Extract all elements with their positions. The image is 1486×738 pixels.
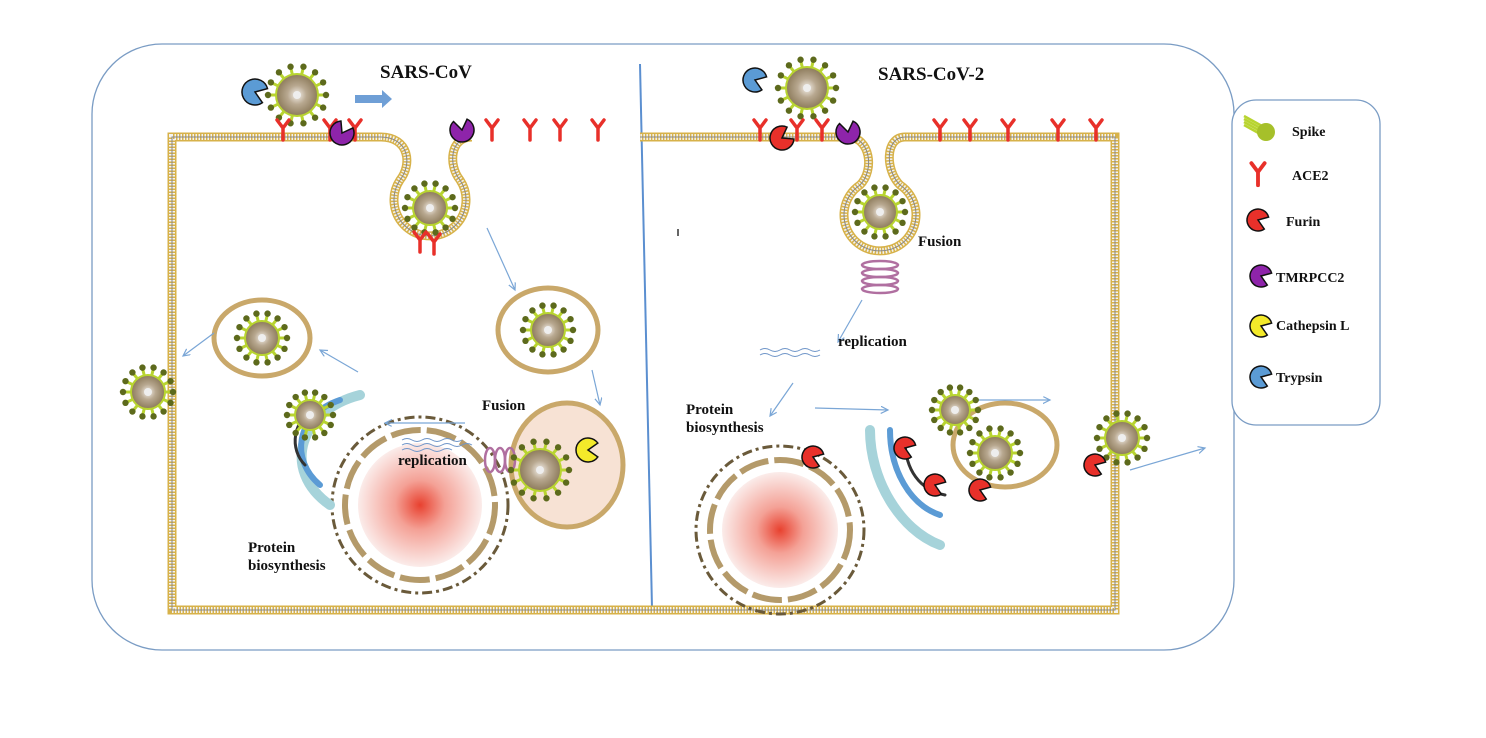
tmprss2-enzyme-icon	[835, 120, 861, 145]
legend-label-furin: Furin	[1286, 215, 1320, 230]
trypsin-enzyme-icon	[742, 67, 768, 93]
legend-label-spike: Spike	[1292, 125, 1325, 140]
trypsin-enzyme-icon	[1249, 365, 1273, 389]
virus-particle	[928, 384, 982, 436]
virus-particle	[519, 302, 577, 358]
label-replication-left: replication	[398, 453, 468, 469]
rna-coil-right	[860, 259, 900, 295]
title-sars-cov: SARS-CoV	[380, 62, 472, 83]
virus-particle	[774, 56, 840, 120]
ace2-receptor-icon	[275, 118, 291, 142]
tmprss2-enzyme-icon	[449, 118, 475, 143]
furin-enzyme-icon	[769, 125, 795, 151]
label-replication-right: replication	[838, 334, 908, 350]
nucleus-left	[330, 415, 510, 595]
ace2-receptor-icon	[1000, 118, 1016, 142]
furin-enzyme-icon	[923, 473, 947, 497]
ace2-receptor-icon	[522, 118, 538, 142]
trypsin-enzyme-icon	[241, 78, 269, 106]
ace2-receptor-icon	[347, 118, 363, 142]
legend: Spike ACE2 Furin TMRPCC2 Cathepsin L Try…	[1231, 99, 1381, 426]
ace2-receptor-icon	[789, 118, 805, 142]
ace2-receptor-icon	[412, 230, 428, 254]
ace2-receptor-icon	[962, 118, 978, 142]
nucleus-right	[694, 444, 866, 616]
ace2-receptor-icon	[590, 118, 606, 142]
panel-divider	[639, 63, 653, 609]
cathepsin-l-enzyme-icon	[575, 437, 599, 463]
furin-enzyme-icon	[893, 436, 917, 460]
virus-particle	[966, 425, 1024, 481]
direction-arrow	[355, 90, 392, 108]
cathepsin-l-enzyme-icon	[1249, 314, 1273, 338]
legend-label-cathepsin-l: Cathepsin L	[1276, 319, 1350, 334]
ace2-receptor-icon	[1088, 118, 1104, 142]
furin-enzyme-icon	[801, 445, 825, 469]
furin-enzyme-icon	[1083, 453, 1107, 477]
spike-icon	[1243, 114, 1275, 141]
ace2-receptor-icon	[484, 118, 500, 142]
virus-particle	[264, 63, 330, 127]
ace2-receptor-icon	[1050, 118, 1066, 142]
process-arrows	[183, 227, 1205, 471]
ace2-receptor-icon	[426, 232, 442, 256]
ace2-receptor-icon	[1249, 161, 1267, 188]
virus-particle	[507, 438, 573, 502]
furin-enzyme-icon	[1246, 208, 1270, 232]
title-sars-cov-2: SARS-CoV-2	[878, 64, 984, 85]
furin-enzyme-icon	[968, 478, 992, 502]
virus-particle	[851, 184, 909, 240]
ace2-receptor-icon	[752, 118, 768, 142]
virus-particle	[283, 389, 337, 441]
legend-label-trypsin: Trypsin	[1276, 371, 1323, 386]
label-fusion-right: Fusion	[918, 234, 962, 250]
rna-replication-right	[759, 348, 821, 357]
virus-particle	[401, 180, 459, 236]
ace2-receptor-icon	[552, 118, 568, 142]
virus-particle	[119, 364, 177, 420]
virus-particle	[1093, 410, 1151, 466]
label-fusion-left: Fusion	[482, 398, 526, 414]
ace2-receptor-icon	[932, 118, 948, 142]
tmprss2-enzyme-icon	[329, 120, 355, 146]
virus-particle	[233, 310, 291, 366]
tmprss2-enzyme-icon	[1249, 264, 1273, 288]
legend-label-tmrpcc2: TMRPCC2	[1276, 271, 1344, 286]
legend-label-ace2: ACE2	[1292, 169, 1329, 184]
rna-replication-left	[401, 438, 473, 452]
ace2-receptor-icon	[814, 118, 830, 142]
